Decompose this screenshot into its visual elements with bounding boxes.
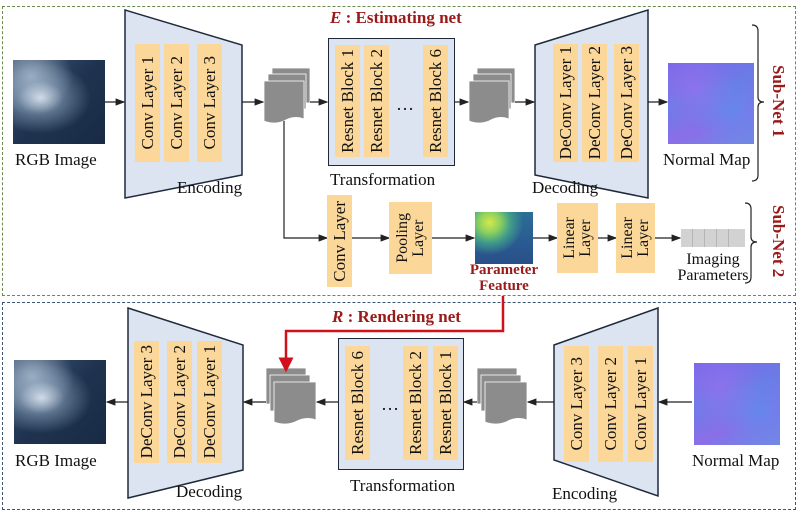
- normal-map-input-label: Normal Map: [692, 451, 780, 470]
- feature-map-stack-3: [265, 367, 317, 425]
- decoder-label: Decoding: [532, 178, 599, 197]
- rgb-image-input: [13, 60, 105, 144]
- decoder-layer: DeConv Layer 3: [614, 44, 639, 162]
- decoder-layer: DeConv Layer 1: [197, 341, 222, 463]
- transformation-label-bottom: Transformation: [350, 476, 456, 495]
- rgb-image-output: [14, 360, 106, 444]
- feature-map-stack-1: [263, 67, 311, 124]
- transformation-block-bottom: Resnet Block 6 … Resnet Block 2 Resnet B…: [338, 338, 464, 470]
- encoder-layer: Conv Layer 1: [628, 346, 653, 462]
- imaging-parameters-vector: [681, 229, 745, 247]
- resnet-block: Resnet Block 1: [433, 346, 458, 460]
- rendering-net-frame: [2, 302, 796, 510]
- decoder-layer: DeConv Layer 2: [167, 341, 192, 463]
- parameter-feature-map: [475, 212, 533, 264]
- rgb-image-input-label: RGB Image: [15, 150, 97, 169]
- subnet2-pooling-layer: Pooling Layer: [389, 202, 432, 274]
- normal-map-output-label: Normal Map: [663, 150, 751, 169]
- resnet-block: Resnet Block 2: [403, 346, 428, 460]
- resnet-block: Resnet Block 1: [335, 45, 360, 157]
- subnet2-brace: [744, 202, 758, 284]
- subnet1-brace: [751, 24, 765, 182]
- decoder-layer: DeConv Layer 3: [134, 341, 159, 463]
- decoder-label-bottom: Decoding: [176, 482, 243, 501]
- estimating-net-title: E : Estimating net: [330, 8, 462, 27]
- decoder-layer: DeConv Layer 2: [582, 44, 607, 162]
- rgb-image-output-label: RGB Image: [15, 451, 97, 470]
- subnet1-label: Sub-Net 1: [769, 65, 788, 138]
- feature-map-stack-2: [468, 67, 516, 124]
- subnet2-linear-layer-2: Linear Layer: [616, 203, 655, 273]
- encoder-layer: Conv Layer 3: [564, 346, 589, 462]
- ellipsis: …: [396, 94, 414, 114]
- transformation-block-top: Resnet Block 1 Resnet Block 2 … Resnet B…: [328, 38, 455, 166]
- rendering-net-title: R : Rendering net: [332, 307, 461, 326]
- ellipsis: …: [381, 394, 399, 414]
- encoder-layer: Conv Layer 3: [197, 44, 222, 162]
- parameter-feature-arrow: [278, 296, 505, 373]
- estimating-net-frame: [2, 6, 796, 296]
- subnet2-linear-layer-1: Linear Layer: [557, 203, 598, 273]
- normal-map-output: [668, 63, 754, 144]
- decoder-layer: DeConv Layer 1: [553, 44, 578, 162]
- transformation-label: Transformation: [330, 170, 436, 189]
- encoder-layer: Conv Layer 1: [135, 44, 160, 162]
- feature-map-stack-4: [476, 367, 528, 425]
- resnet-block: Resnet Block 6: [423, 45, 448, 157]
- normal-map-input: [694, 363, 780, 445]
- resnet-block: Resnet Block 2: [364, 45, 389, 157]
- subnet2-label: Sub-Net 2: [769, 205, 788, 278]
- encoder-label: Encoding: [177, 178, 243, 197]
- encoder-layer: Conv Layer 2: [598, 346, 623, 462]
- subnet2-conv-layer: Conv Layer: [327, 195, 352, 287]
- encoder-layer: Conv Layer 2: [164, 44, 189, 162]
- encoder-label-bottom: Encoding: [552, 484, 618, 503]
- resnet-block: Resnet Block 6: [345, 346, 370, 460]
